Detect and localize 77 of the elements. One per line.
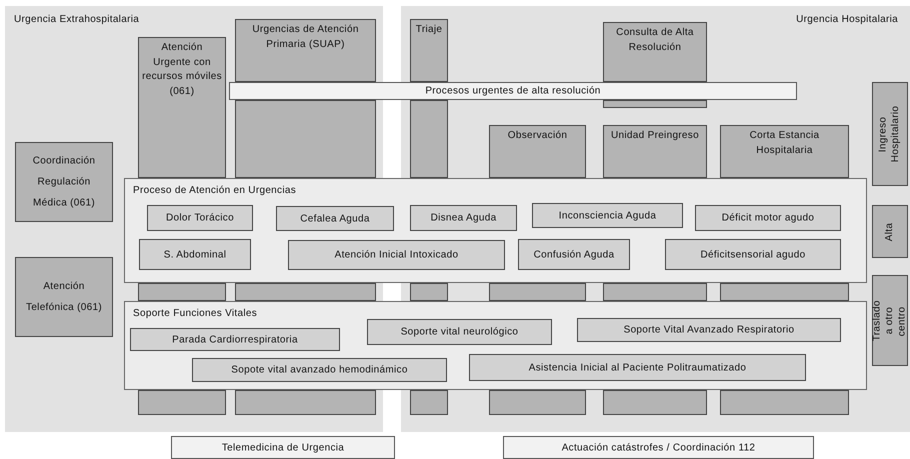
box-label: Traslado a otro centro [871, 299, 908, 343]
process-box [192, 358, 447, 382]
column-segment [410, 390, 448, 415]
column-segment [720, 390, 849, 415]
box-label: Corta Estancia Hospitalaria [748, 129, 820, 158]
process-box [139, 239, 251, 270]
outcome-box [872, 205, 908, 258]
column-segment [720, 283, 849, 301]
box-label: Consulta de Alta Resolución [615, 26, 695, 54]
box-label: Déficitsensorial agudo [700, 248, 806, 261]
column-segment [603, 390, 707, 415]
box-label: Atención Inicial Intoxicado [334, 248, 460, 262]
service-box [15, 257, 113, 337]
service-column [138, 37, 226, 178]
box-label: Parada Cardiorrespiratoria [171, 333, 299, 346]
service-column [720, 125, 849, 178]
column-segment [138, 283, 226, 301]
process-box [518, 239, 630, 270]
process-band [229, 82, 797, 100]
service-column [410, 19, 448, 82]
region-title: Urgencia Hospitalaria [796, 13, 898, 27]
box-label: Cefalea Aguda [299, 212, 371, 225]
box-label: Confusión Aguda [532, 248, 616, 261]
box-label: Urgencias de Atención Primaria (SUAP) [251, 23, 360, 52]
box-label: Coordinación Regulación Médica (061) [32, 154, 96, 210]
box-label: Alta [884, 222, 896, 241]
column-segment [410, 283, 448, 301]
column-segment [603, 283, 707, 301]
column-segment [235, 390, 376, 415]
process-box [695, 205, 841, 231]
process-box [367, 319, 552, 345]
service-column [235, 19, 376, 82]
box-label: S. Abdominal [162, 248, 228, 261]
box-label: Procesos urgentes de alta resolución [424, 84, 602, 98]
box-label: Triaje [414, 23, 444, 37]
box-label: Sopote vital avanzado hemodinámico [230, 364, 409, 376]
column-segment [138, 390, 226, 415]
service-column [489, 125, 586, 178]
region-title: Soporte Funciones Vitales [133, 307, 258, 321]
process-box [410, 205, 517, 231]
column-segment [603, 100, 707, 108]
service-box [15, 142, 113, 222]
column-segment [410, 100, 448, 178]
column-segment [235, 100, 376, 178]
box-label: Ingreso Hospitalario [878, 106, 902, 162]
box-label: Déficit motor agudo [720, 212, 816, 224]
service-column [603, 125, 707, 178]
process-box [469, 354, 806, 381]
column-segment [489, 283, 586, 301]
box-label: Atención Telefónica (061) [25, 280, 103, 315]
service-bar [503, 436, 814, 459]
box-label: Dolor Torácico [165, 212, 235, 224]
box-label: Asistencia Inicial al Paciente Politraumatizado [528, 361, 748, 374]
box-label: Disnea Aguda [430, 212, 498, 224]
box-label: Telemedicina de Urgencia [220, 441, 346, 454]
box-label: Actuación catástrofes / Coordinación 112 [560, 441, 756, 454]
process-box [665, 239, 841, 270]
box-label: Soporte Vital Avanzado Respiratorio [622, 324, 796, 336]
process-box [147, 205, 253, 231]
process-box [532, 203, 683, 228]
process-box [577, 318, 841, 342]
service-box [603, 22, 707, 82]
box-label: Unidad Preingreso [610, 129, 700, 143]
column-segment [489, 390, 586, 415]
column-segment [235, 283, 376, 301]
process-box [130, 328, 340, 351]
process-box [276, 206, 394, 231]
service-bar [171, 436, 395, 459]
process-box [288, 240, 505, 270]
box-label: Inconsciencia Aguda [558, 209, 658, 222]
box-label: Soporte vital neurológico [400, 326, 520, 338]
region-title: Proceso de Atención en Urgencias [133, 184, 296, 198]
region-title: Urgencia Extrahospitalaria [14, 13, 140, 27]
box-label: Atención Urgente con recursos móviles (061) [142, 41, 222, 98]
outcome-box [872, 82, 908, 186]
box-label: Observación [506, 129, 568, 143]
outcome-box [872, 275, 908, 366]
